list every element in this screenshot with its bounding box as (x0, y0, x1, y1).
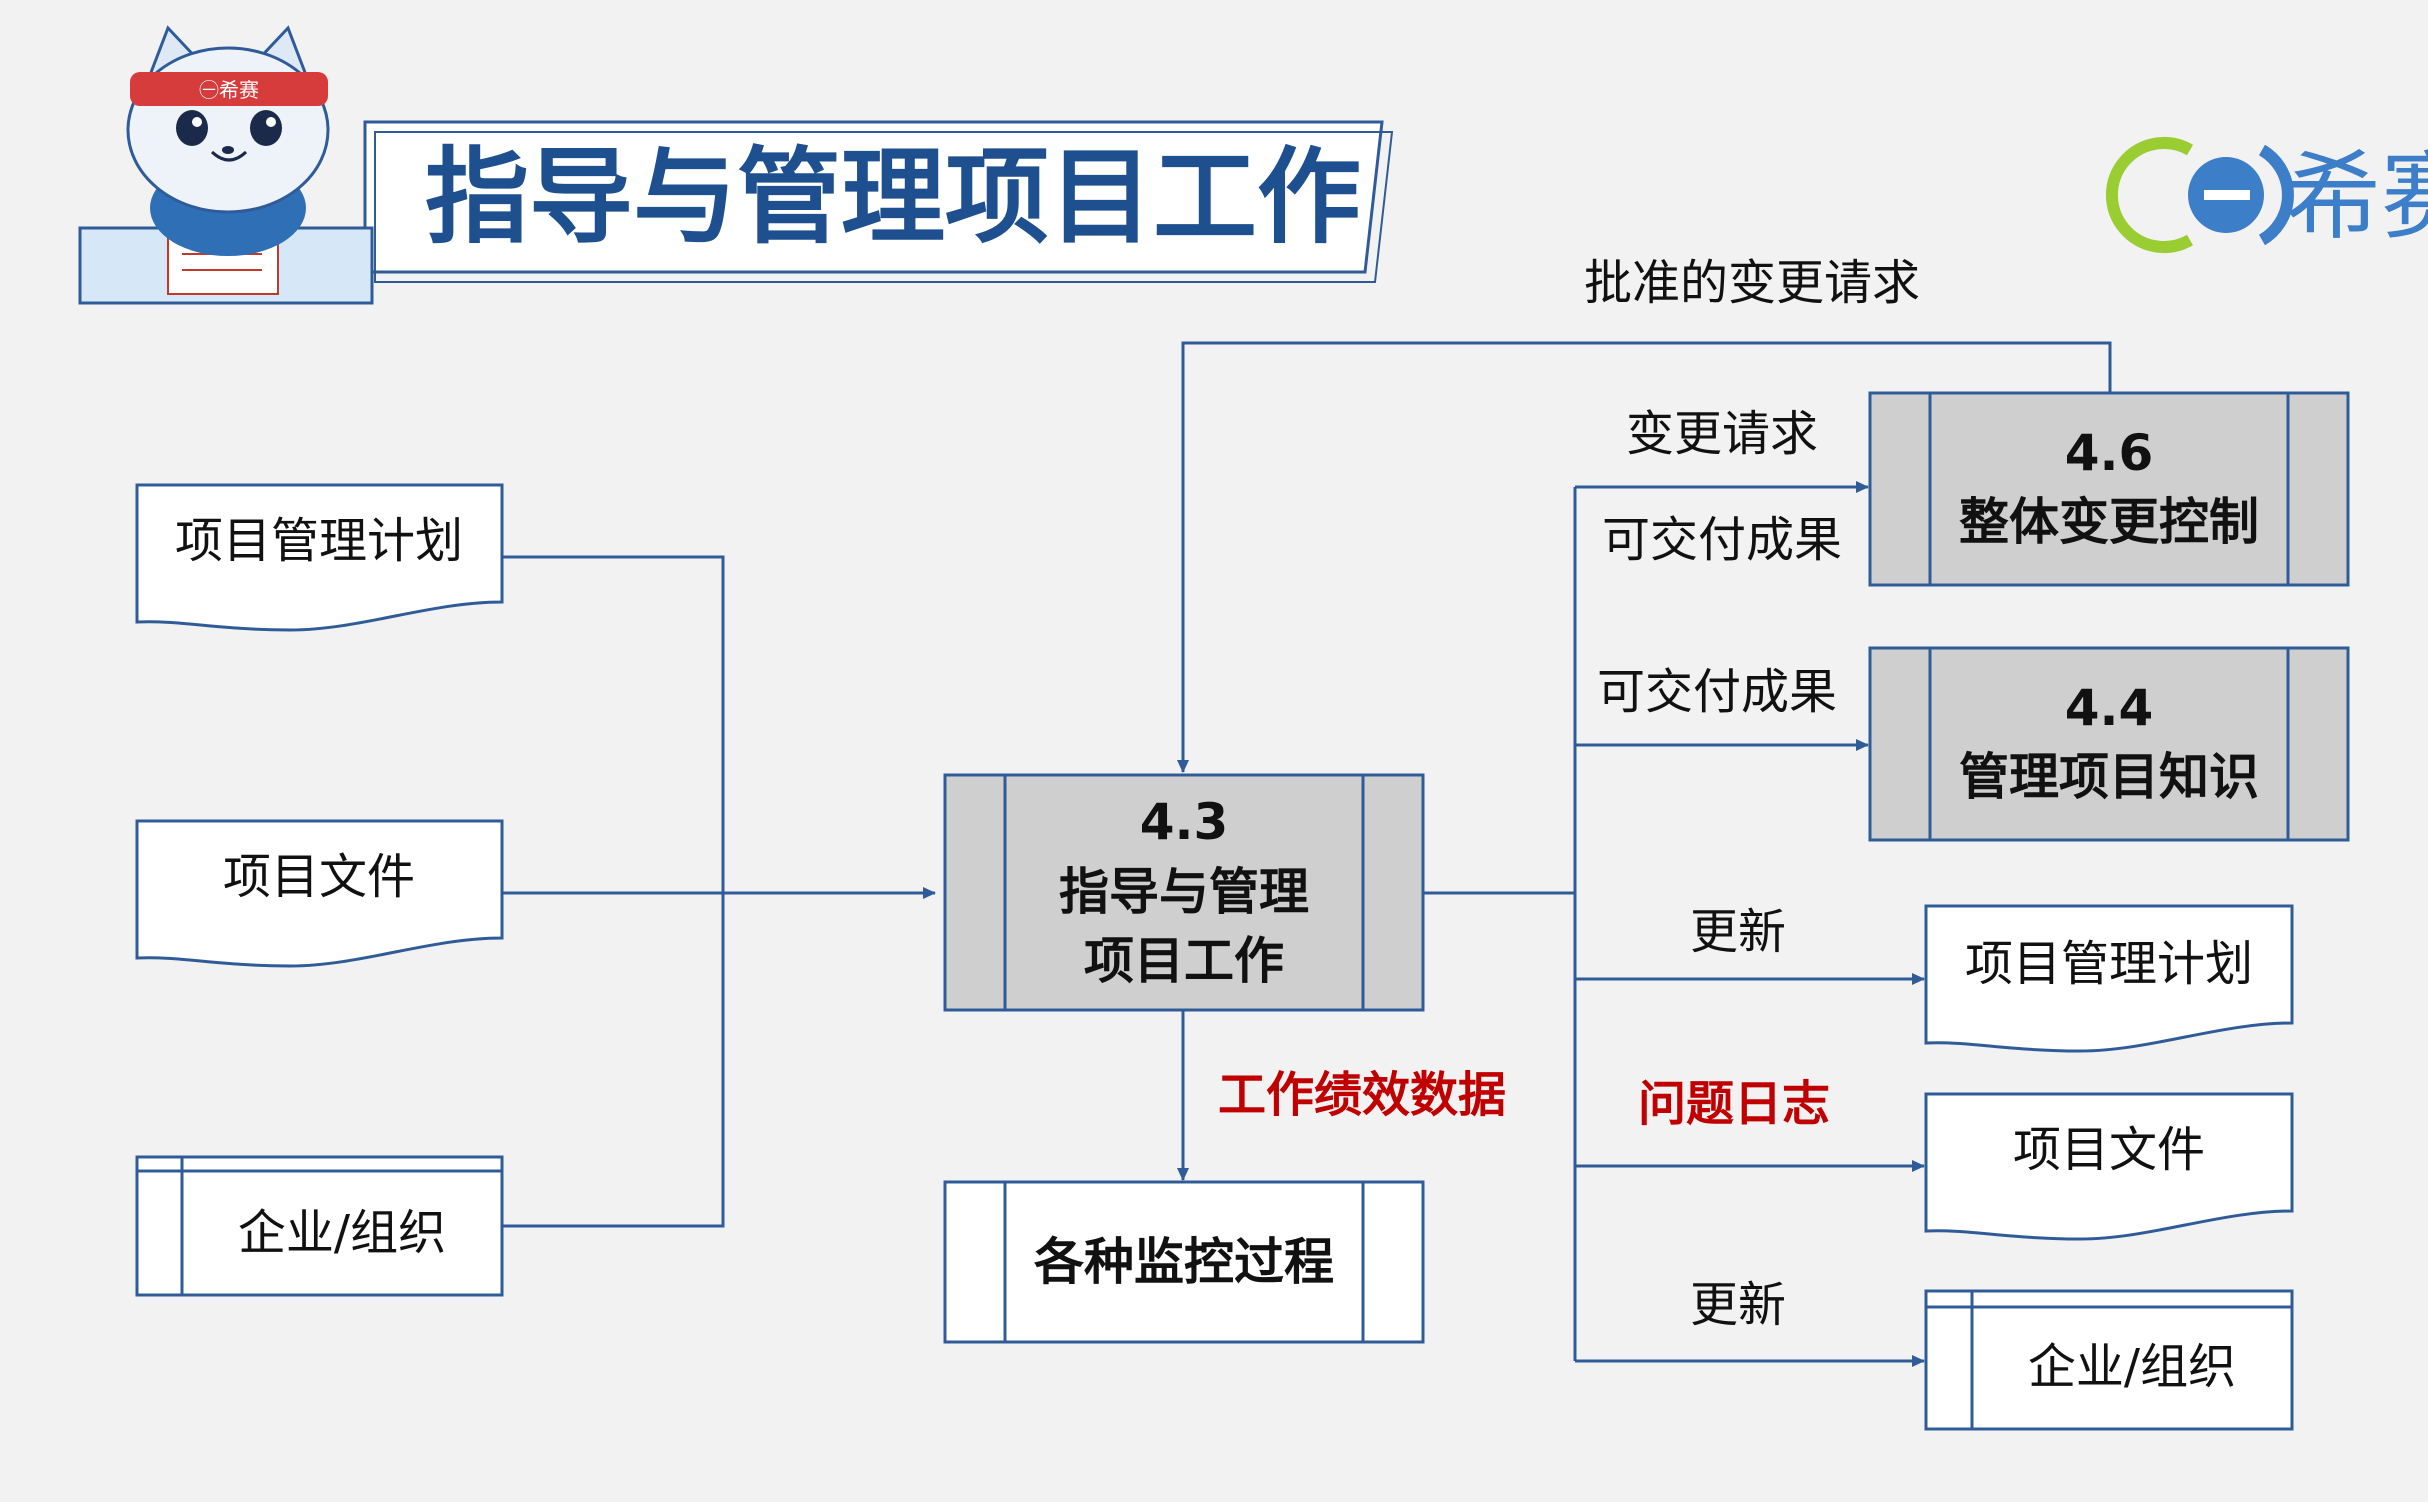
label-work-performance-data: 工作绩效数据 (1218, 1067, 1506, 1123)
input-project-management-plan: 项目管理计划 (135, 483, 504, 632)
input-enterprise-organization: 企业/组织 (135, 1155, 504, 1297)
input-project-documents: 项目文件 (135, 819, 504, 968)
label-change-requests: 变更请求 (1626, 406, 1818, 462)
monitoring-processes: 各种监控过程 (943, 1180, 1425, 1344)
output-project-documents: 项目文件 (1924, 1092, 2294, 1241)
input-docs-label: 项目文件 (223, 849, 415, 905)
process-4-3-number: 4.3 (1140, 793, 1229, 851)
input-plan-label: 项目管理计划 (175, 513, 463, 569)
process-4-3-name-line1: 指导与管理 (1059, 863, 1309, 921)
page-title: 指导与管理项目工作 (425, 136, 1361, 258)
process-4-4-number: 4.4 (2065, 679, 2154, 737)
label-deliverables-2: 可交付成果 (1597, 664, 1837, 720)
output-docs-label: 项目文件 (2013, 1122, 2205, 1178)
label-deliverables-1: 可交付成果 (1602, 512, 1842, 568)
label-issue-log: 问题日志 (1638, 1076, 1830, 1132)
process-4-6-number: 4.6 (2065, 424, 2154, 482)
process-4-3-name-line2: 项目工作 (1084, 932, 1284, 990)
label-update-2: 更新 (1690, 1277, 1786, 1333)
process-4-6: 4.6 整体变更控制 (1868, 391, 2350, 587)
process-4-4-name: 管理项目知识 (1959, 748, 2259, 806)
output-plan-label: 项目管理计划 (1965, 936, 2253, 992)
brand-name: 希赛 (2285, 141, 2428, 253)
output-org-label: 企业/组织 (2028, 1339, 2236, 1395)
process-4-4: 4.4 管理项目知识 (1868, 646, 2350, 842)
process-4-3: 4.3 指导与管理 项目工作 (943, 773, 1425, 1012)
label-update-1: 更新 (1690, 904, 1786, 960)
title-banner: 指导与管理项目工作 (363, 120, 1394, 283)
monitoring-processes-label: 各种监控过程 (1034, 1233, 1334, 1291)
output-enterprise-organization: 企业/组织 (1924, 1289, 2294, 1431)
brand-logo: 希赛 (2106, 137, 2428, 253)
flow-labels: 批准的变更请求 变更请求 可交付成果 可交付成果 更新 问题日志 更新 工作绩效… (1218, 255, 1920, 1333)
output-project-management-plan: 项目管理计划 (1924, 904, 2294, 1053)
connectors (502, 341, 2112, 1367)
input-org-label: 企业/组织 (238, 1205, 446, 1261)
mascot-cat-icon: ㊀希赛 (78, 25, 374, 305)
process-4-6-name: 整体变更控制 (1959, 493, 2259, 551)
label-approved-change-requests: 批准的变更请求 (1584, 255, 1920, 311)
mascot-badge: ㊀希赛 (199, 78, 259, 102)
